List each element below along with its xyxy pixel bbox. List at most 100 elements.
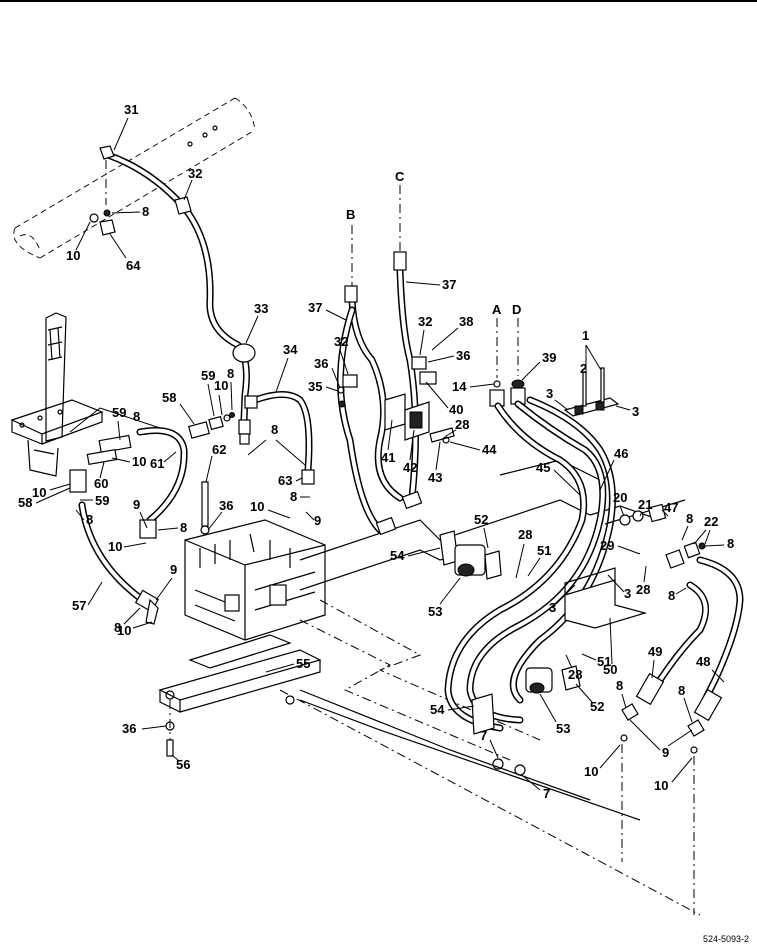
callout-10i: 10: [654, 778, 668, 793]
callout-47: 47: [664, 500, 678, 515]
tube-routing: [279, 459, 701, 916]
hose-34: [244, 391, 315, 485]
callout-8i: 8: [686, 511, 693, 526]
callout-54a: 54: [390, 548, 405, 563]
bolt-62: [200, 481, 210, 535]
callout-3c: 3: [549, 600, 556, 615]
callout-3b: 3: [632, 404, 639, 419]
callout-10a: 10: [66, 248, 80, 263]
callout-8f: 8: [86, 512, 93, 527]
clamp-group-right: [563, 367, 620, 417]
callout-63: 63: [278, 473, 292, 488]
callout-8b: 8: [227, 366, 234, 381]
callout-50: 50: [603, 662, 617, 677]
callout-52b: 52: [590, 699, 604, 714]
callout-36b: 36: [456, 348, 470, 363]
fitting-row-upper: [188, 412, 235, 439]
callout-10e: 10: [108, 539, 122, 554]
callout-8h: 8: [114, 620, 121, 635]
page-top-rule: [0, 0, 757, 2]
callout-35: 35: [308, 379, 322, 394]
callout-8d: 8: [271, 422, 278, 437]
callout-52a: 52: [474, 512, 488, 527]
clamp-group-lower: [439, 530, 581, 776]
callout-28d: 28: [568, 667, 582, 682]
callout-43: 43: [428, 470, 442, 485]
callout-14: 14: [452, 379, 467, 394]
callout-33: 33: [254, 301, 268, 316]
callout-10g: 10: [117, 623, 131, 638]
connector-d: D: [512, 302, 521, 317]
callout-8g: 8: [180, 520, 187, 535]
valve-block: [184, 519, 326, 641]
clamp-group-upper: [337, 356, 455, 444]
callout-1: 1: [582, 328, 589, 343]
callout-42: 42: [403, 460, 417, 475]
callout-8c: 8: [133, 409, 140, 424]
callout-8l: 8: [616, 678, 623, 693]
callout-53b: 53: [556, 721, 570, 736]
hoses-45-46: [444, 396, 616, 732]
boom-outline: [13, 97, 256, 259]
callout-31: 31: [124, 102, 138, 117]
callout-40: 40: [449, 402, 463, 417]
callout-39: 39: [542, 350, 556, 365]
hose-31-33: [89, 145, 256, 445]
callout-21: 21: [638, 497, 652, 512]
callout-9a: 9: [133, 497, 140, 512]
connector-a: A: [492, 302, 502, 317]
callout-56: 56: [176, 757, 190, 772]
callout-48: 48: [696, 654, 710, 669]
callout-59a: 59: [201, 368, 215, 383]
callout-44: 44: [482, 442, 497, 457]
connector-b: B: [346, 207, 355, 222]
callout-3a: 3: [546, 386, 553, 401]
callout-37a: 37: [442, 277, 456, 292]
callout-10h: 10: [584, 764, 598, 779]
callout-37b: 37: [308, 300, 322, 315]
callout-7b: 7: [543, 786, 550, 801]
callout-36a: 36: [314, 356, 328, 371]
figure-id: 524-5093-2: [702, 934, 749, 944]
bracket-55: [158, 634, 322, 757]
callout-32b: 32: [334, 334, 348, 349]
callout-10b: 10: [214, 378, 228, 393]
callout-55: 55: [296, 656, 310, 671]
callout-8e: 8: [290, 489, 297, 504]
callout-36c: 36: [219, 498, 233, 513]
callout-7a: 7: [480, 728, 487, 743]
callout-51b: 51: [597, 654, 611, 669]
callouts: 1 2 3 3 3 3 7 7 8 8 8 8 8 8 8 8 8 8: [18, 102, 734, 801]
callout-29: 29: [600, 538, 614, 553]
callout-62: 62: [212, 442, 226, 457]
fitting-row-right: [604, 499, 706, 569]
callout-41: 41: [381, 450, 395, 465]
callout-46: 46: [614, 446, 628, 461]
callout-9c: 9: [170, 562, 177, 577]
hoses-48-49: [620, 556, 744, 915]
callout-51a: 51: [537, 543, 551, 558]
callout-58a: 58: [162, 390, 176, 405]
hoses-37: [337, 185, 423, 536]
bracket-50: [564, 567, 648, 629]
callout-9d: 9: [662, 745, 669, 760]
callout-22: 22: [704, 514, 718, 529]
callout-59b: 59: [112, 405, 126, 420]
callout-28c: 28: [636, 582, 650, 597]
connector-c: C: [395, 169, 405, 184]
connector-ad: [489, 318, 526, 407]
callout-53a: 53: [428, 604, 442, 619]
control-valve-tower: [10, 312, 161, 477]
callout-10c: 10: [132, 454, 146, 469]
callout-8m: 8: [678, 683, 685, 698]
callout-8a: 8: [142, 204, 149, 219]
callout-57: 57: [72, 598, 86, 613]
callout-2: 2: [580, 361, 587, 376]
callout-8j: 8: [727, 536, 734, 551]
callout-60: 60: [94, 476, 108, 491]
callout-59c: 59: [95, 493, 109, 508]
callout-54b: 54: [430, 702, 445, 717]
callout-36d: 36: [122, 721, 136, 736]
callout-20: 20: [613, 490, 627, 505]
